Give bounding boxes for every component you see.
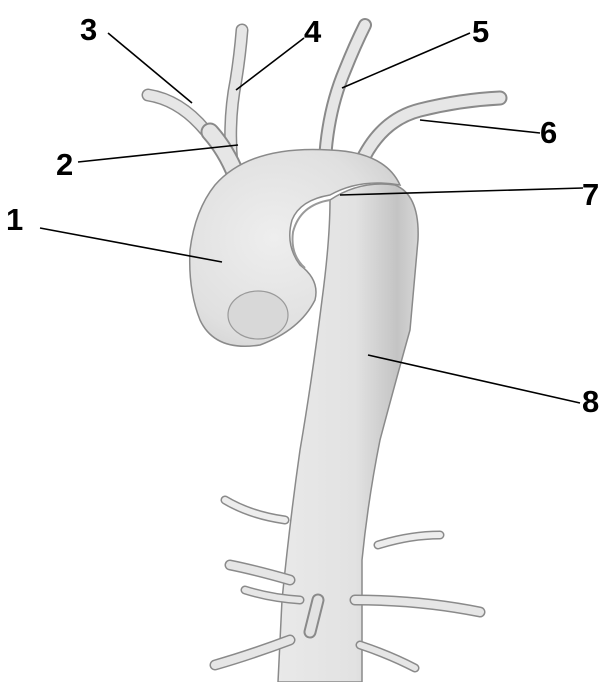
left-subclavian-artery xyxy=(360,98,500,165)
leader-lines xyxy=(40,33,583,403)
descending-aorta xyxy=(278,184,418,682)
leader-line-2 xyxy=(78,145,238,162)
label-6: 6 xyxy=(540,115,557,150)
label-5: 5 xyxy=(472,14,489,49)
label-2: 2 xyxy=(56,147,73,182)
label-8: 8 xyxy=(582,384,599,419)
label-4: 4 xyxy=(304,14,322,49)
label-3: 3 xyxy=(80,12,97,47)
label-1: 1 xyxy=(6,202,23,237)
left-common-carotid-artery xyxy=(325,25,365,160)
number-labels: 1 2 3 4 5 6 7 8 xyxy=(6,12,599,419)
label-7: 7 xyxy=(582,177,599,212)
leader-line-8 xyxy=(368,355,580,403)
aortic-root xyxy=(228,291,288,339)
leader-line-6 xyxy=(420,120,540,133)
